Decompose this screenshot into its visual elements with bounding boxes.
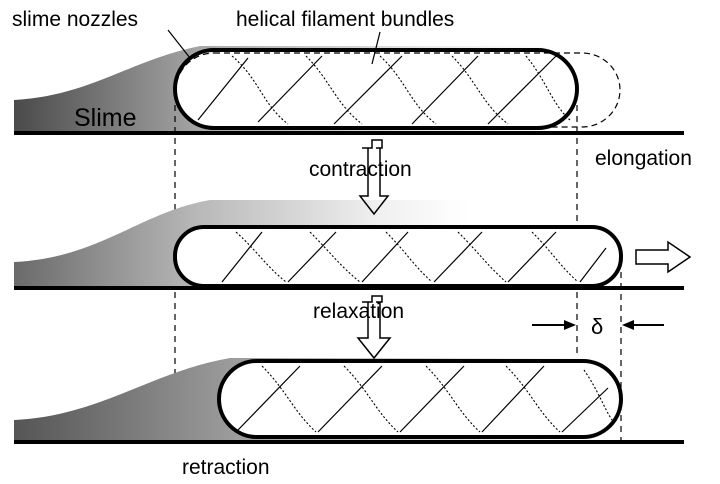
- panel-3: [14, 358, 684, 444]
- label-delta: δ: [591, 314, 603, 339]
- helix-dotted-2: [235, 231, 579, 283]
- delta-arrowhead-left: [564, 320, 576, 330]
- nozzle-leader-line: [167, 29, 191, 59]
- label-contraction: contraction: [309, 158, 412, 181]
- relaxation-arrow: [356, 295, 392, 360]
- panel-2: [14, 200, 692, 290]
- helix-solid-3: [237, 365, 609, 433]
- helix-dotted-1: [231, 55, 571, 125]
- delta-arrowhead-right: [622, 320, 634, 330]
- delta-marker: [532, 320, 664, 330]
- label-relaxation: relaxation: [313, 300, 404, 323]
- label-elongation: elongation: [595, 147, 692, 170]
- label-helical-filament-bundles: helical filament bundles: [236, 8, 454, 31]
- helix-solid-1: [197, 55, 557, 125]
- label-slime: Slime: [74, 104, 137, 132]
- cell-body-3: [217, 359, 623, 439]
- panel-1: [14, 29, 684, 135]
- label-retraction: retraction: [182, 456, 270, 479]
- filament-leader-line: [371, 31, 381, 65]
- label-slime-nozzles: slime nozzles: [12, 8, 138, 31]
- cell-body-1: [173, 48, 579, 130]
- cell-body-2: [173, 225, 623, 288]
- helix-dotted-3: [261, 365, 613, 433]
- helix-solid-2: [221, 231, 607, 283]
- elongated-outline-1: [175, 52, 621, 128]
- elongation-arrow: [635, 240, 692, 274]
- contraction-arrow: [358, 139, 390, 216]
